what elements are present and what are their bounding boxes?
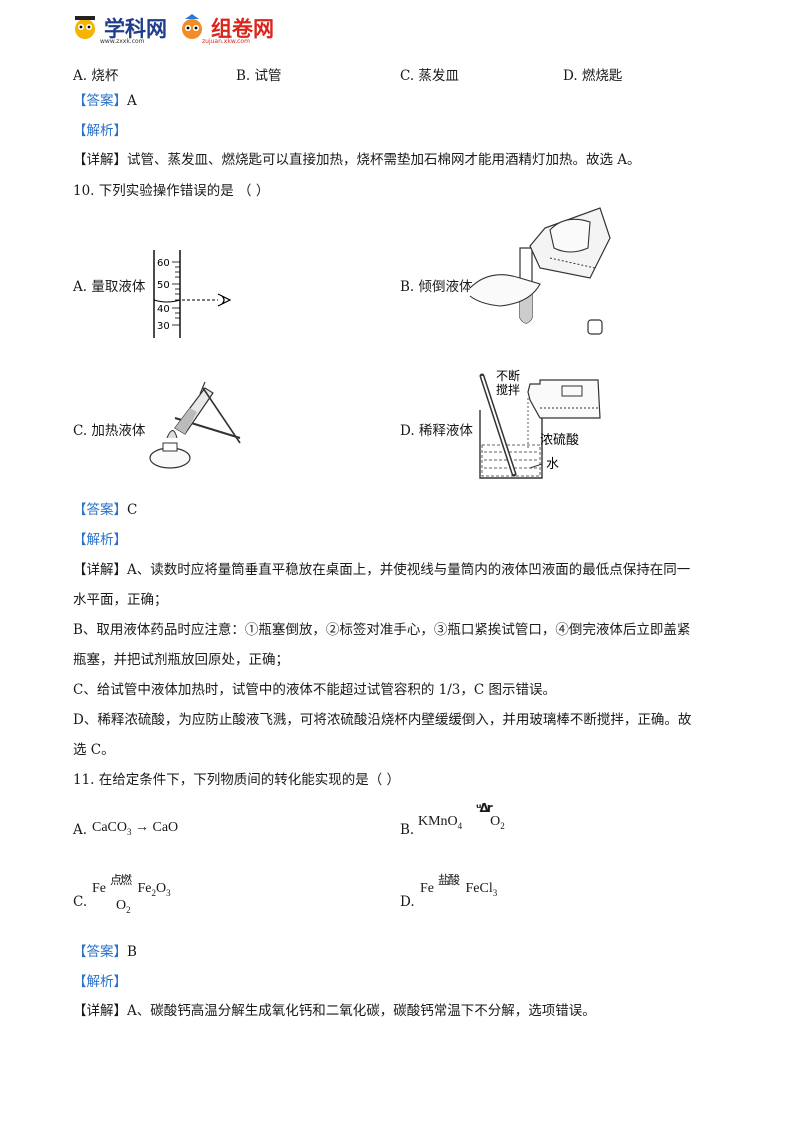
eye-icon: [217, 293, 232, 307]
q11-label-c: C.: [73, 894, 88, 910]
diluting-liquid-figure: 不断 搅拌 浓硫酸 水: [479, 368, 601, 479]
q10-detail-0: 【详解】A、读数时应将量筒垂直平稳放在桌面上，并使视线与量筒内的液体凹液面的最低…: [73, 562, 691, 578]
label-budun: 不断: [496, 368, 520, 383]
q9-answer: 【答案】A: [73, 93, 137, 109]
q11-detail: 【详解】A、碳酸钙高温分解生成氧化钙和二氧化碳，碳酸钙常温下不分解，选项错误。: [73, 1003, 596, 1019]
logo-zujuan: 组卷网: [211, 17, 274, 41]
q11-formula-a: CaCO3 → CaO: [92, 820, 179, 837]
q11-answer: 【答案】B: [73, 944, 137, 960]
q11-formula-b: KMnO4 O2: [418, 814, 505, 831]
q11-label-a: A.: [73, 822, 88, 838]
q10-label-b: B. 倾倒液体: [400, 279, 473, 295]
tick-60: 60: [157, 258, 170, 269]
tick-30: 30: [157, 321, 170, 332]
mascot-icon: [182, 14, 202, 39]
q11-label-d: D.: [400, 894, 415, 910]
q11-label-b: B.: [400, 822, 415, 838]
tick-40: 40: [157, 304, 170, 315]
q10-label-c: C. 加热液体: [73, 423, 146, 439]
graduated-cylinder-figure: 60 50 40 30: [153, 250, 232, 338]
header-logo: 学科网 www.zxxk.com 组卷网 zujuan.xkw.com: [72, 8, 274, 48]
q9-analysis: 【解析】: [73, 123, 127, 139]
label-concentrated-acid: 浓硫酸: [540, 433, 579, 448]
logo-xueke: 学科网: [104, 17, 167, 41]
q9-option-a: A. 烧杯: [73, 68, 119, 84]
q9-option-d: D. 燃烧匙: [563, 68, 623, 84]
q10-detail-4: C、给试管中液体加热时，试管中的液体不能超过试管容积的 1/3，C 图示错误。: [73, 682, 556, 698]
q10-detail-1: 水平面，正确；: [73, 592, 168, 608]
q10-detail-6: 选 C。: [73, 742, 115, 758]
label-water: 水: [546, 457, 559, 472]
q9-option-b: B. 试管: [236, 68, 282, 84]
q10-label-a: A. 量取液体: [73, 279, 146, 295]
q10-stem: 10. 下列实验操作错误的是 （ ）: [73, 183, 270, 199]
q11-formula-d: Fe FeCl3: [420, 881, 498, 898]
q11-arrow-c-over: 点燃: [110, 873, 132, 887]
q10-detail-5: D、稀释浓硫酸，为应防止酸液飞溅，可将浓硫酸沿烧杯内壁缓缓倒入，并用玻璃棒不断搅…: [73, 712, 692, 728]
label-jiaoban: 搅拌: [496, 382, 520, 397]
q10-label-d: D. 稀释液体: [400, 423, 473, 439]
q11-formula-c: Fe Fe2O3: [92, 881, 171, 898]
q11-stem: 11. 在给定条件下，下列物质间的转化能实现的是（ ）: [73, 772, 401, 788]
q10-answer: 【答案】C: [73, 502, 138, 518]
q10-detail-3: 瓶塞，并把试剂瓶放回原处，正确；: [73, 652, 289, 668]
q9-detail: 【详解】试管、蒸发皿、燃烧匙可以直接加热，烧杯需垫加石棉网才能用酒精灯加热。故选…: [73, 152, 641, 168]
owl-mascot-icon: [75, 16, 95, 39]
logo-xueke-url: www.zxxk.com: [100, 38, 145, 45]
q9-option-c: C. 蒸发皿: [400, 68, 459, 84]
q10-detail-2: B、取用液体药品时应注意：①瓶塞倒放，②标签对准手心，③瓶口紧挨试管口，④倒完液…: [73, 622, 691, 638]
bottle-stopper-icon: [587, 319, 603, 335]
pouring-liquid-figure: [469, 207, 611, 335]
logo-zujuan-url: zujuan.xkw.com: [202, 38, 250, 45]
heating-liquid-figure: [149, 381, 241, 469]
q11-analysis: 【解析】: [73, 974, 127, 990]
q11-arrow-d-over: 盐酸: [438, 873, 460, 887]
q11-arrow-b: ᵘΔr: [476, 801, 493, 815]
q10-analysis: 【解析】: [73, 532, 127, 548]
q11-arrow-c-under: O2: [116, 898, 131, 915]
tick-50: 50: [157, 280, 170, 291]
